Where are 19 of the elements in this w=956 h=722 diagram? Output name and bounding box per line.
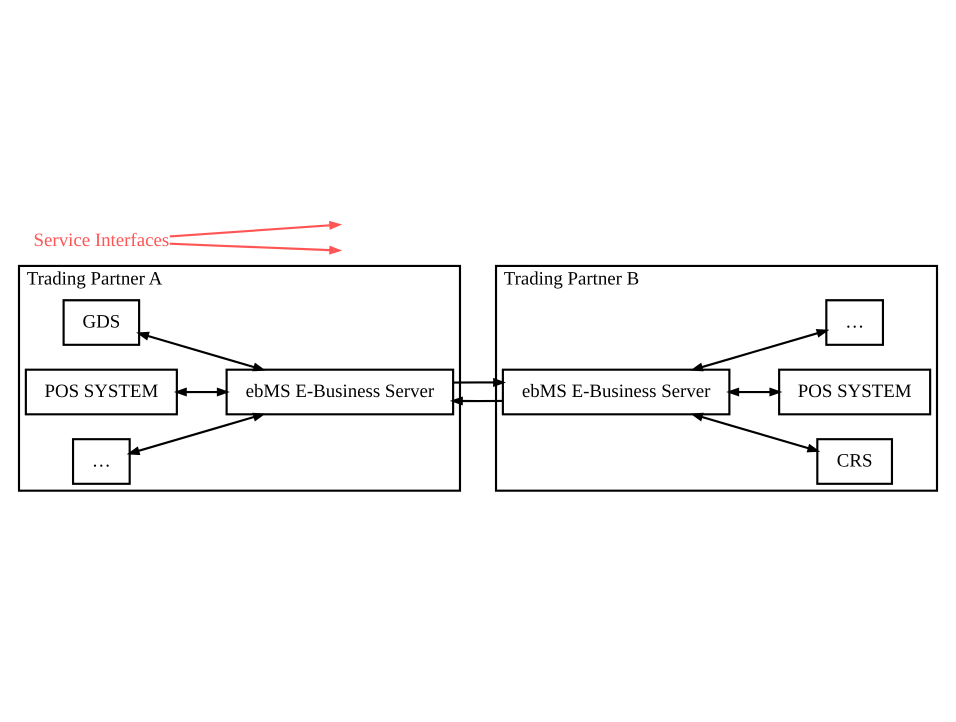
arrow [170, 221, 342, 238]
arrow [690, 329, 830, 372]
node-box: POS SYSTEM [24, 368, 178, 416]
node-box: … [825, 299, 884, 346]
arrow [690, 412, 820, 452]
arrow [174, 388, 230, 397]
arrow [126, 412, 266, 456]
arrow [453, 378, 506, 387]
arrow [136, 332, 266, 372]
node-box: CRS [816, 438, 894, 485]
arrow [170, 242, 342, 255]
node-box: GDS [62, 299, 140, 346]
node-box: POS SYSTEM [778, 368, 932, 416]
arrow [726, 388, 782, 397]
node-box: ebMS E-Business Server [502, 368, 730, 416]
node-text: Service Interfaces [34, 230, 170, 251]
arrow [450, 396, 503, 406]
node-box: … [72, 438, 131, 485]
node-box: ebMS E-Business Server [226, 368, 454, 416]
